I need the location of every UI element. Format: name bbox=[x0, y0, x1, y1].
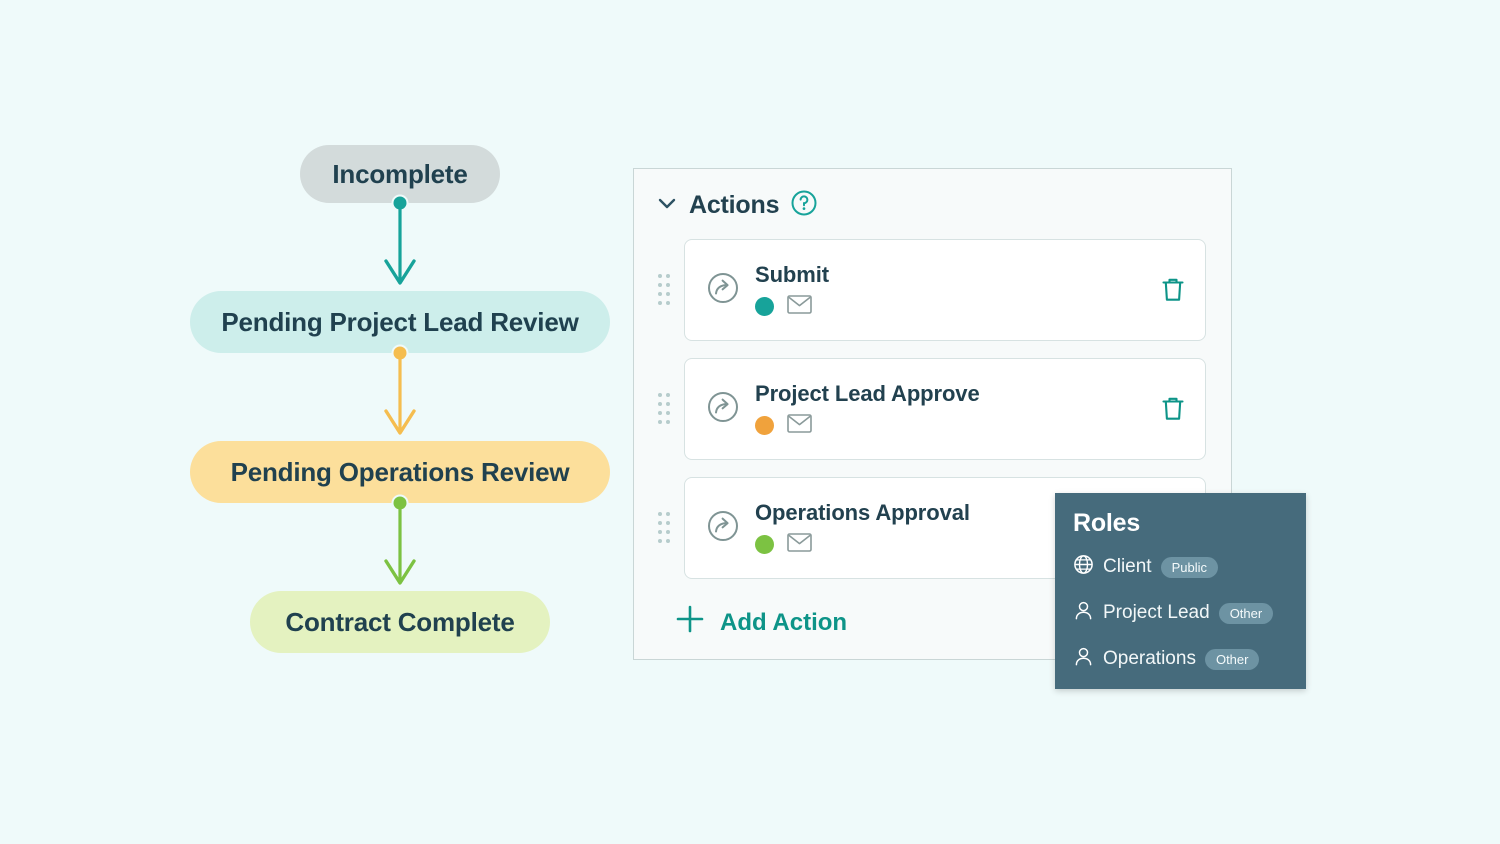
status-badge bbox=[755, 297, 774, 316]
arrow-circle-icon bbox=[705, 270, 741, 311]
arrow-circle-icon bbox=[705, 508, 741, 549]
arrow-down-icon bbox=[384, 355, 416, 435]
drag-handle-icon[interactable] bbox=[652, 510, 676, 546]
drag-handle-icon[interactable] bbox=[652, 391, 676, 427]
arrow-down-icon bbox=[384, 205, 416, 285]
add-action-button[interactable]: Add Action bbox=[634, 603, 847, 642]
workflow-status-diagram: Incomplete Pending Project Lead Review P… bbox=[180, 145, 620, 675]
envelope-icon[interactable] bbox=[787, 294, 812, 319]
plus-icon bbox=[674, 603, 706, 642]
role-item-operations[interactable]: Operations Other bbox=[1073, 642, 1306, 676]
action-card[interactable]: Submit bbox=[684, 239, 1206, 341]
action-details: Project Lead Approve bbox=[755, 381, 1159, 438]
status-badge bbox=[755, 535, 774, 554]
action-name: Project Lead Approve bbox=[755, 380, 980, 406]
role-label: Operations bbox=[1103, 648, 1196, 669]
person-icon bbox=[1073, 646, 1094, 672]
roles-panel: Roles Client Public Project Lead Other bbox=[1055, 493, 1306, 689]
person-icon bbox=[1073, 600, 1094, 626]
status-node-label: Incomplete bbox=[300, 145, 500, 203]
role-badge: Other bbox=[1204, 648, 1260, 670]
arrow-down-icon bbox=[384, 505, 416, 585]
action-name: Submit bbox=[755, 261, 829, 287]
envelope-icon[interactable] bbox=[787, 532, 812, 557]
workflow-node-incomplete[interactable]: Incomplete bbox=[180, 145, 620, 203]
status-node-label: Pending Operations Review bbox=[190, 441, 610, 503]
workflow-connector-1 bbox=[380, 194, 420, 291]
arrow-circle-icon bbox=[705, 389, 741, 430]
role-label: Project Lead bbox=[1103, 602, 1210, 623]
envelope-icon[interactable] bbox=[787, 413, 812, 438]
action-card[interactable]: Project Lead Approve bbox=[684, 358, 1206, 460]
role-badge: Public bbox=[1160, 556, 1218, 578]
action-meta bbox=[755, 532, 1187, 557]
action-row: Project Lead Approve bbox=[634, 358, 1231, 460]
action-row: Submit bbox=[634, 239, 1231, 341]
page-title: Actions bbox=[689, 191, 780, 219]
workflow-node-pending-operations-review[interactable]: Pending Operations Review bbox=[180, 441, 620, 503]
status-badge bbox=[755, 416, 774, 435]
action-meta bbox=[755, 294, 1159, 319]
delete-action-button[interactable] bbox=[1159, 394, 1187, 424]
workflow-node-contract-complete[interactable]: Contract Complete bbox=[180, 591, 620, 653]
role-item-client[interactable]: Client Public bbox=[1073, 550, 1306, 584]
status-node-label: Contract Complete bbox=[250, 591, 550, 653]
role-label: Client bbox=[1103, 556, 1152, 577]
add-action-label: Add Action bbox=[720, 608, 848, 636]
workflow-node-pending-project-lead-review[interactable]: Pending Project Lead Review bbox=[180, 291, 620, 353]
role-item-project-lead[interactable]: Project Lead Other bbox=[1073, 596, 1306, 630]
question-circle-icon[interactable] bbox=[790, 189, 818, 222]
globe-icon bbox=[1073, 554, 1094, 580]
status-node-label: Pending Project Lead Review bbox=[190, 291, 610, 353]
workflow-connector-2 bbox=[380, 344, 420, 441]
action-details: Submit bbox=[755, 262, 1159, 319]
actions-panel-header: Actions bbox=[634, 169, 1231, 222]
action-name: Operations Approval bbox=[755, 499, 970, 525]
action-meta bbox=[755, 413, 1159, 438]
delete-action-button[interactable] bbox=[1159, 275, 1187, 305]
roles-panel-title: Roles bbox=[1073, 509, 1141, 537]
workflow-connector-3 bbox=[380, 494, 420, 591]
role-badge: Other bbox=[1218, 602, 1274, 624]
action-details: Operations Approval bbox=[755, 500, 1187, 557]
drag-handle-icon[interactable] bbox=[652, 272, 676, 308]
chevron-down-icon[interactable] bbox=[656, 192, 678, 219]
